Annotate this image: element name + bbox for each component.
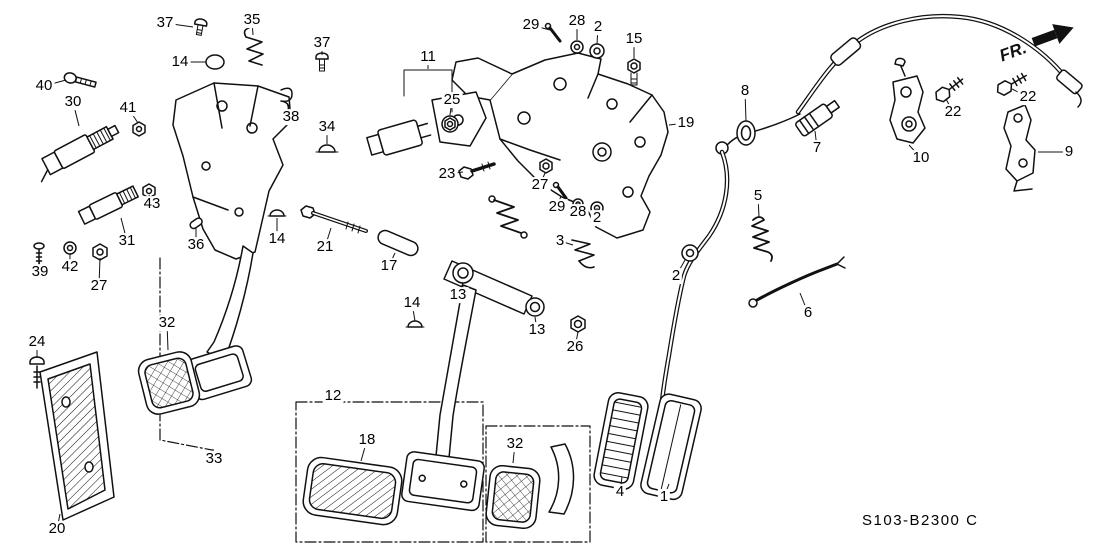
leader-line-19 <box>668 122 687 126</box>
pedal-bracket-drawing <box>403 52 669 239</box>
leader-line-27 <box>539 172 546 186</box>
bolt-22-right-drawing <box>935 77 964 103</box>
bolt-15-drawing <box>627 58 641 86</box>
leader-line-17 <box>388 252 396 267</box>
leader-line-7 <box>814 130 818 149</box>
bolt-21-drawing <box>300 205 368 234</box>
mount-bracket-drawing <box>1003 104 1036 192</box>
leader-line-33 <box>212 448 215 460</box>
cap-34-drawing <box>315 144 339 153</box>
leader-line-40 <box>43 79 67 87</box>
footrest-drawing <box>39 351 115 521</box>
leader-line-6 <box>799 292 809 314</box>
diagram-code: S103-B2300 C <box>862 512 979 529</box>
bolt-24-drawing <box>29 356 45 389</box>
leader-line-37 <box>164 22 194 28</box>
cap-14-mid-drawing <box>267 209 287 217</box>
pin-29-mid-drawing <box>552 181 568 200</box>
leader-line-13 <box>534 316 538 331</box>
spring-5-drawing <box>751 216 773 262</box>
leader-line-38 <box>286 102 292 118</box>
washer-2-accel-drawing <box>681 244 699 262</box>
bolt-37-mid-drawing <box>315 52 329 72</box>
leader-line-39 <box>38 258 41 273</box>
leader-line-32 <box>512 443 516 464</box>
leader-line-20 <box>56 513 61 530</box>
nut-41-drawing <box>132 121 146 137</box>
washer-2-top-drawing <box>589 43 605 59</box>
leader-line-21 <box>324 227 332 248</box>
leader-line-2 <box>675 259 686 277</box>
leader-line-13 <box>457 282 464 296</box>
pin-36-drawing <box>189 217 203 230</box>
bolt-40-drawing <box>63 72 97 88</box>
leader-line-10 <box>908 144 922 159</box>
brake-pedal-drawing <box>401 260 586 512</box>
nut-27-center-drawing <box>539 158 553 174</box>
leader-line-29 <box>556 195 562 208</box>
leader-line-43 <box>148 194 153 205</box>
leader-line-22 <box>945 98 954 113</box>
spring-3-drawing <box>571 239 595 269</box>
leader-line-1 <box>663 483 670 498</box>
leader-line-41 <box>127 107 139 124</box>
cable-connector-drawing <box>795 99 840 137</box>
pedal-pad-4-drawing <box>593 392 649 490</box>
leader-line-12 <box>332 395 345 404</box>
nut-25-drawing <box>441 115 459 133</box>
leader-line-32 <box>166 322 169 351</box>
cable-clamp-bracket-drawing <box>889 57 926 144</box>
rod-6-drawing <box>748 256 846 308</box>
leader-line-4 <box>619 476 623 493</box>
bolt-22-far-right-drawing <box>996 72 1027 96</box>
leader-line-27 <box>98 257 101 287</box>
leader-line-25 <box>449 99 453 116</box>
spring-16-drawing <box>488 195 528 239</box>
leader-line-35 <box>251 19 254 36</box>
rod-17-drawing <box>377 229 419 257</box>
leader-line-14 <box>411 302 416 322</box>
switch-30-drawing <box>40 124 120 183</box>
leader-line-2 <box>596 26 599 45</box>
leader-line-22 <box>1011 88 1029 98</box>
brake-pad-18-drawing <box>302 456 403 526</box>
leader-line-3 <box>559 240 574 246</box>
leader-line-30 <box>72 101 80 127</box>
pad-32-left-drawing <box>137 351 201 415</box>
leader-line-18 <box>360 439 368 462</box>
bolt-39-drawing <box>33 242 45 266</box>
pin-29-top-drawing <box>544 22 562 43</box>
leader-line-29 <box>530 24 551 31</box>
washer-28-top-drawing <box>570 40 584 54</box>
clutch-switch-drawing <box>366 119 432 156</box>
leader-line-31 <box>120 217 128 242</box>
bolt-23-drawing <box>458 161 496 180</box>
throttle-cable-drawing <box>722 13 1083 151</box>
clutch-pedal-assembly-drawing <box>172 82 292 401</box>
spring-35-drawing <box>243 27 264 66</box>
switch-31-drawing <box>77 185 139 225</box>
pad-32-right-drawing <box>485 443 575 530</box>
leader-line-23 <box>446 171 464 175</box>
leader-line-26 <box>574 331 579 348</box>
leader-line-8 <box>744 90 747 122</box>
leader-line-5 <box>757 195 760 218</box>
bolt-37-left-drawing <box>193 18 208 36</box>
